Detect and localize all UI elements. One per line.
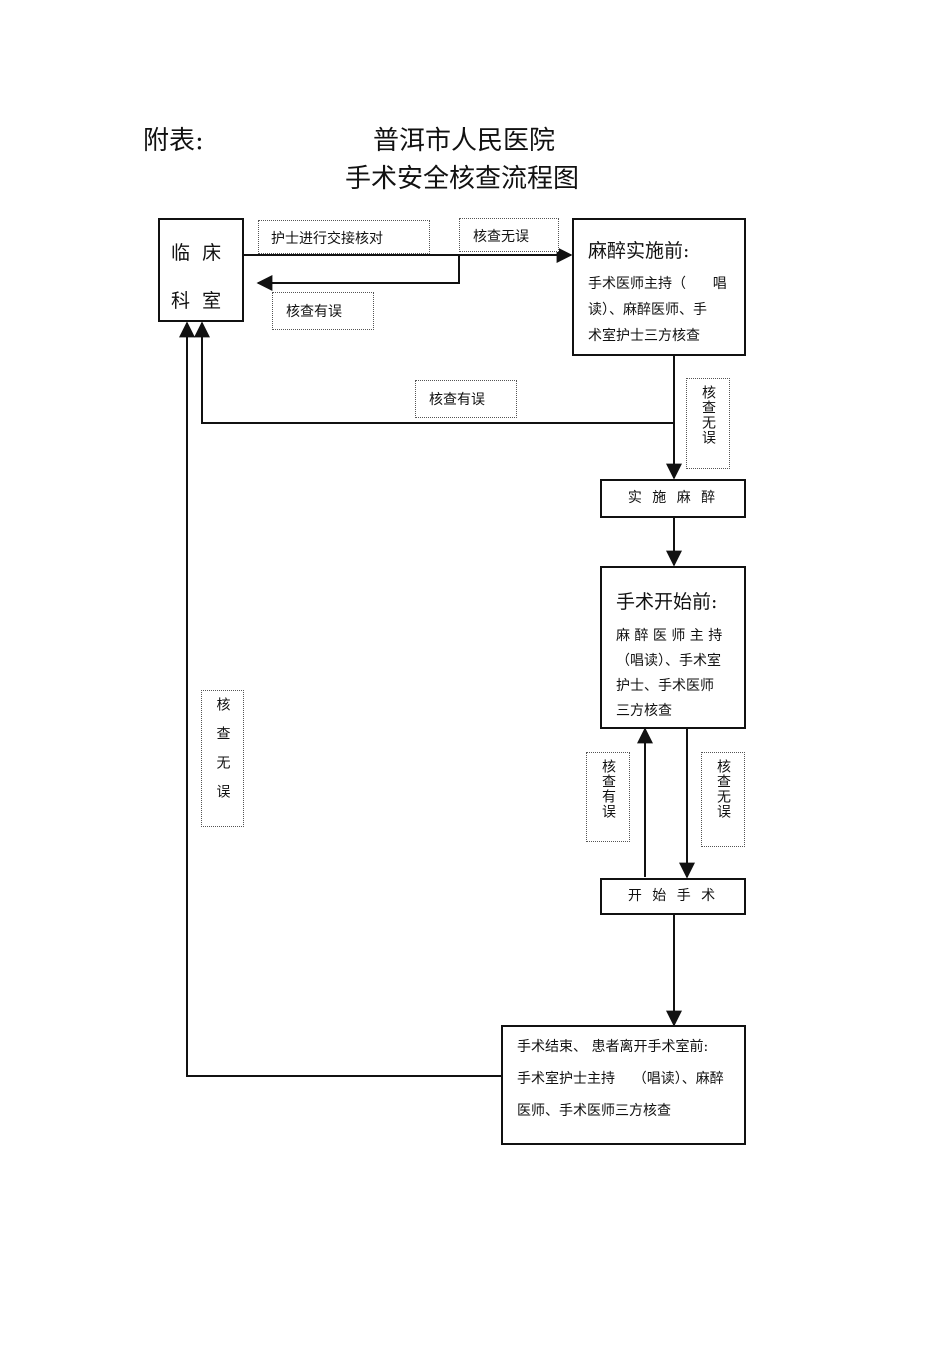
post-surgery-line3: 医师、手术医师三方核查 (517, 1103, 671, 1119)
appendix-label: 附表: (143, 126, 204, 156)
node-pre-surgery: 手术开始前: 麻 醉 医 师 主 持 （唱读）、手术室 护士、手术医师 三方核查 (600, 566, 746, 729)
hospital-name: 普洱市人民医院 (373, 126, 556, 156)
clinical-dept-line2: 科 室 (171, 290, 222, 312)
pre-anesthesia-line1: 手术医师主持（ 唱 (588, 276, 727, 292)
edge-post-to-dept (179, 321, 501, 1077)
node-post-surgery: 手术结束、 患者离开手术室前: 手术室护士主持 （唱读）、麻醉 医师、手术医师三… (501, 1025, 746, 1145)
node-pre-anesthesia: 麻醉实施前: 手术医师主持（ 唱 读）、麻醉医师、手 术室护士三方核查 (572, 218, 746, 356)
pre-surgery-line2: （唱读）、手术室 (616, 653, 721, 669)
edge-label-ok-top: 核查无误 (459, 218, 559, 252)
edge-label-ok-right-text: 核查无误 (700, 385, 716, 445)
edge-label-error-surgery: 核查有误 (586, 752, 630, 842)
surgery-start-label: 开 始 手 术 (627, 888, 719, 904)
post-surgery-line2: 手术室护士主持 （唱读）、麻醉 (517, 1071, 724, 1087)
edge-label-error-surgery-text: 核查有误 (600, 759, 616, 819)
edge-label-ok-left: 核查无误 (201, 690, 244, 827)
pre-surgery-line1: 麻 醉 医 师 主 持 (616, 628, 723, 644)
edge-label-ok-right: 核查无误 (686, 378, 730, 469)
edge-label-ok-surgery-text: 核查无误 (715, 759, 731, 819)
node-surgery-start: 开 始 手 术 (600, 878, 746, 915)
anesthesia-label: 实 施 麻 醉 (627, 490, 719, 506)
pre-surgery-line4: 三方核查 (616, 703, 672, 719)
post-surgery-line1: 手术结束、 患者离开手术室前: (517, 1039, 709, 1055)
edge-label-ok-left-text: 核查无误 (214, 697, 231, 813)
edge-label-error-mid: 核查有误 (415, 380, 517, 418)
edge-error-top-return (256, 255, 460, 291)
pre-anesthesia-line2: 读）、麻醉医师、手 (588, 302, 707, 318)
edge-label-ok-surgery: 核查无误 (701, 752, 745, 847)
clinical-dept-line1: 临 床 (171, 242, 222, 264)
node-anesthesia: 实 施 麻 醉 (600, 479, 746, 518)
pre-anesthesia-title: 麻醉实施前: (588, 240, 690, 262)
pre-anesthesia-line3: 术室护士三方核查 (588, 328, 700, 344)
pre-surgery-line3: 护士、手术医师 (616, 678, 714, 694)
pre-surgery-title: 手术开始前: (616, 591, 718, 613)
edge-label-error-top: 核查有误 (272, 292, 374, 330)
edge-error-mid-return (194, 321, 674, 424)
edge-label-nurse-handover: 护士进行交接核对 (258, 220, 430, 254)
node-clinical-department: 临 床 科 室 (158, 218, 244, 322)
page-title: 手术安全核查流程图 (345, 164, 580, 194)
